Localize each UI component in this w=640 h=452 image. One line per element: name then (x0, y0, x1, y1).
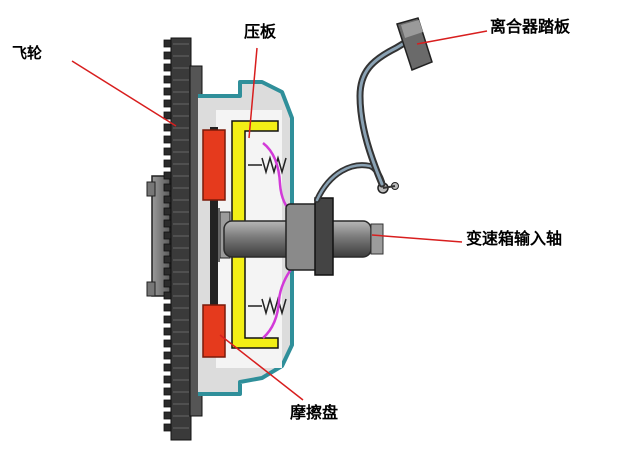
label-clutch-pedal: 离合器踏板 (490, 17, 571, 36)
leader-lines (71, 30, 488, 401)
label-input-shaft: 变速箱输入轴 (466, 229, 563, 248)
flywheel (163, 37, 203, 441)
leader-clutch-pedal (416, 30, 488, 45)
leader-friction-disc (219, 334, 304, 401)
clutch-pedal (356, 17, 433, 188)
leader-input-shaft (371, 234, 463, 243)
diaphragm-spring-lower (262, 267, 294, 339)
leader-pressure-plate (248, 47, 258, 139)
label-pressure-plate: 压板 (244, 22, 277, 41)
friction-disc (202, 127, 231, 358)
label-friction-disc: 摩擦盘 (290, 403, 339, 422)
flywheel-ribs (173, 43, 189, 429)
release-fork (314, 162, 399, 203)
springs (248, 155, 287, 316)
release-bearing (285, 197, 334, 276)
pressure-plate (231, 120, 279, 349)
leader-flywheel (71, 60, 177, 127)
label-flywheel: 飞轮 (12, 44, 43, 62)
